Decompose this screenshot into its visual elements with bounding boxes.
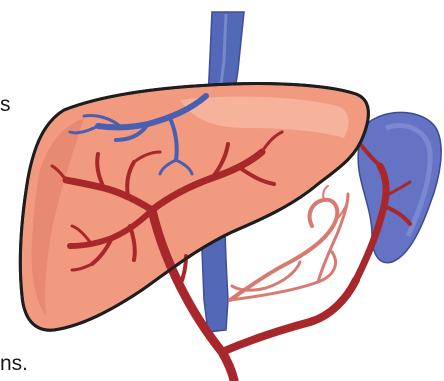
caption-fragment-bottom: ns. xyxy=(0,353,28,374)
caption-fragment-top: s xyxy=(0,94,11,115)
